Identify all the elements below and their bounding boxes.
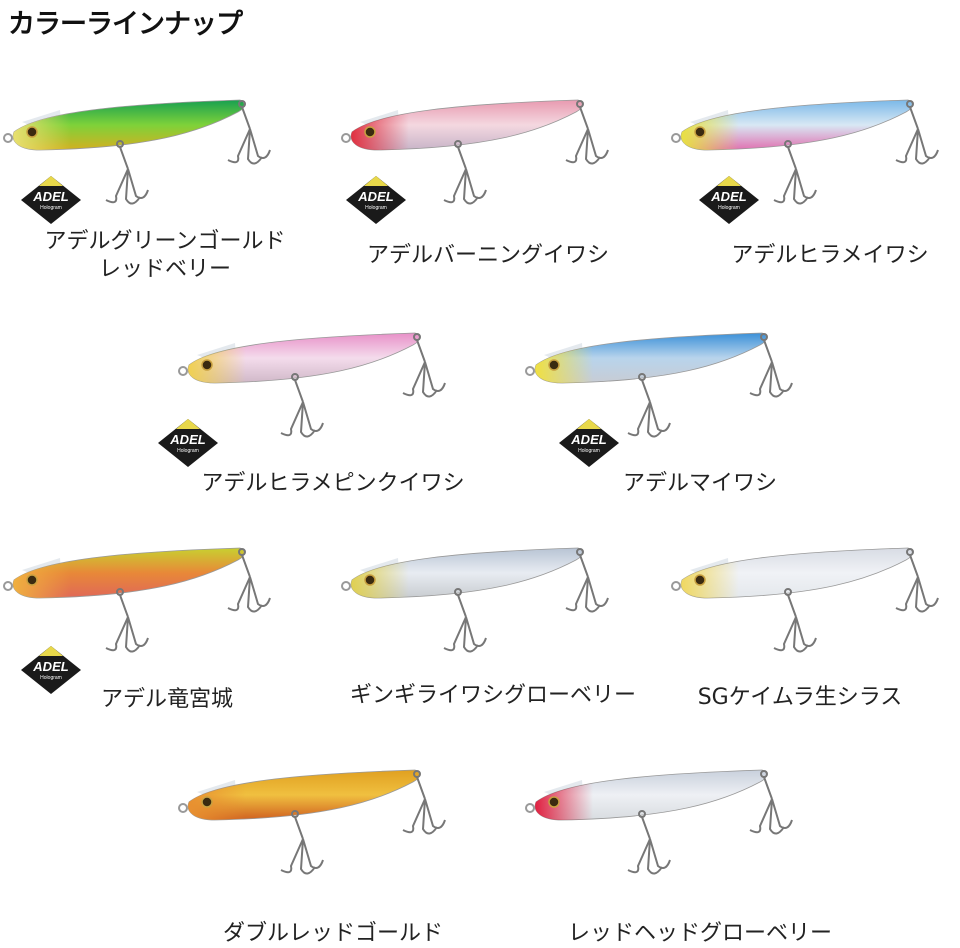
lure-image — [338, 540, 628, 665]
treble-hook-icon — [402, 770, 446, 835]
color-name: アデルグリーンゴールド — [44, 229, 286, 254]
lure-eye — [201, 796, 213, 808]
treble-hook-icon — [227, 100, 271, 165]
lure-eye — [26, 574, 38, 586]
color-name-label: SGケイムラ生シラス — [698, 684, 903, 712]
lure-image — [668, 92, 958, 217]
lure-eye — [694, 126, 706, 138]
svg-text:Hologram: Hologram — [40, 675, 62, 681]
svg-text:Hologram: Hologram — [177, 448, 199, 454]
badge-logo-text: ADEL — [710, 189, 746, 204]
lure-image — [0, 92, 290, 217]
lure-eye — [364, 574, 376, 586]
badge-logo-text: ADEL — [32, 189, 68, 204]
lure-eye — [548, 796, 560, 808]
lure-eye — [26, 126, 38, 138]
treble-hook-icon — [402, 333, 446, 398]
lure-image — [338, 92, 628, 217]
treble-hook-icon — [443, 140, 487, 205]
svg-text:Hologram: Hologram — [365, 205, 387, 211]
lure-image — [175, 762, 465, 887]
lure-eye — [548, 359, 560, 371]
color-name: アデルマイワシ — [622, 471, 778, 496]
color-name: アデルバーニングイワシ — [366, 243, 610, 268]
treble-hook-icon — [227, 548, 271, 613]
treble-hook-icon — [105, 588, 149, 653]
lure-image — [522, 325, 812, 450]
color-name-label: アデル竜宮城 — [101, 686, 233, 714]
lure-image — [175, 325, 465, 450]
treble-hook-icon — [773, 588, 817, 653]
treble-hook-icon — [280, 373, 324, 438]
color-name: アデルヒラメピンクイワシ — [201, 471, 465, 496]
color-name-label: アデルバーニングイワシ — [367, 242, 609, 270]
color-name: SGケイムラ生シラス — [697, 685, 903, 710]
lure-image — [668, 540, 958, 665]
lure-image — [522, 762, 812, 887]
color-name-label: ギンギライワシグローベリー — [350, 682, 636, 710]
treble-hook-icon — [565, 548, 609, 613]
color-name-label: アデルヒラメピンクイワシ — [201, 470, 464, 498]
treble-hook-icon — [105, 140, 149, 205]
badge-logo-text: ADEL — [32, 659, 68, 674]
color-name: アデルヒラメイワシ — [731, 243, 929, 268]
badge-logo-text: ADEL — [570, 432, 606, 447]
color-name-label: アデルヒラメイワシ — [731, 242, 928, 270]
badge-logo-text: ADEL — [169, 432, 205, 447]
color-name-line2: レッドベリー — [98, 257, 231, 282]
treble-hook-icon — [895, 548, 939, 613]
svg-text:Hologram: Hologram — [718, 205, 740, 211]
svg-text:Hologram: Hologram — [40, 205, 62, 211]
treble-hook-icon — [749, 333, 793, 398]
treble-hook-icon — [280, 810, 324, 875]
lure-eye — [201, 359, 213, 371]
lure-image — [0, 540, 290, 665]
color-name-label: レッドヘッドグローベリー — [568, 920, 832, 948]
page-title: カラーラインナップ — [8, 9, 243, 40]
color-name-label: アデルマイワシ — [623, 470, 777, 498]
treble-hook-icon — [773, 140, 817, 205]
color-name: レッドヘッドグローベリー — [567, 921, 833, 946]
treble-hook-icon — [565, 100, 609, 165]
lure-eye — [364, 126, 376, 138]
color-name: アデル竜宮城 — [100, 687, 234, 712]
adel-hologram-badge: ADEL Hologram — [157, 418, 219, 468]
lure-eye — [694, 574, 706, 586]
treble-hook-icon — [895, 100, 939, 165]
adel-hologram-badge: ADEL Hologram — [558, 418, 620, 468]
treble-hook-icon — [749, 770, 793, 835]
svg-text:Hologram: Hologram — [578, 448, 600, 454]
treble-hook-icon — [443, 588, 487, 653]
color-name-label: アデルグリーンゴールドレッドベリー — [45, 228, 286, 284]
color-name: ギンギライワシグローベリー — [349, 683, 637, 708]
treble-hook-icon — [627, 810, 671, 875]
color-name-label: ダブルレッドゴールド — [223, 920, 443, 948]
adel-hologram-badge: ADEL Hologram — [345, 175, 407, 225]
adel-hologram-badge: ADEL Hologram — [20, 645, 82, 695]
color-name: ダブルレッドゴールド — [222, 921, 444, 946]
adel-hologram-badge: ADEL Hologram — [698, 175, 760, 225]
treble-hook-icon — [627, 373, 671, 438]
adel-hologram-badge: ADEL Hologram — [20, 175, 82, 225]
badge-logo-text: ADEL — [357, 189, 393, 204]
